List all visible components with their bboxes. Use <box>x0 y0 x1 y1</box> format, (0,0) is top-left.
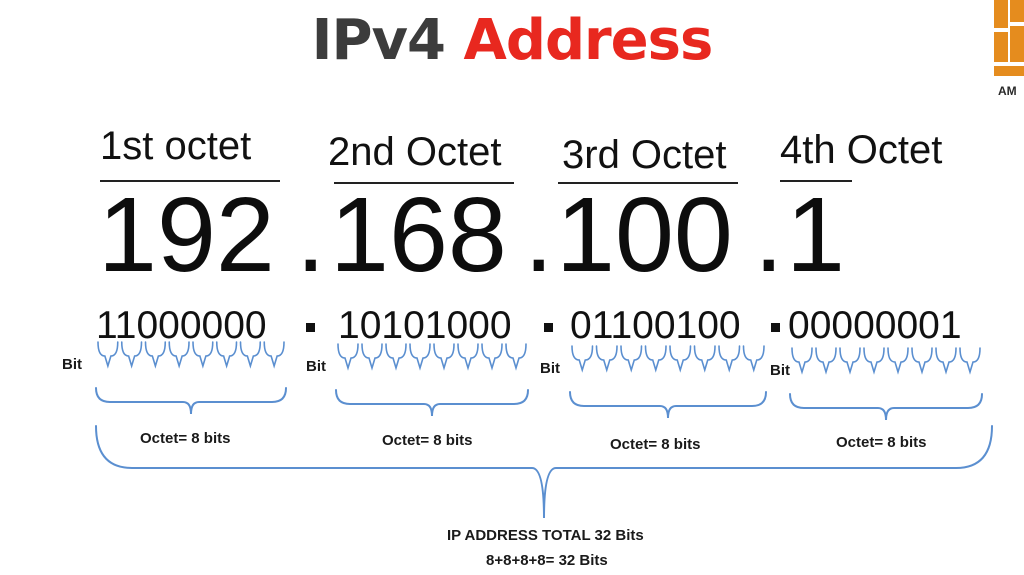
octet-size-label-1: Octet= 8 bits <box>140 430 231 447</box>
binary-dot-2 <box>544 323 553 332</box>
bit-bracket-2-8 <box>505 343 527 371</box>
binary-dot-3 <box>771 323 780 332</box>
octet-label-4: 4th Octet <box>780 128 943 172</box>
bit-bracket-1-8 <box>263 341 285 369</box>
bit-bracket-1-5 <box>192 341 214 369</box>
bit-bracket-1-2 <box>120 341 143 369</box>
bit-bracket-4-5 <box>887 347 909 375</box>
logo-text: AM <box>998 84 1017 98</box>
octet-label-3: 3rd Octet <box>562 133 727 177</box>
aws-logo: AM <box>992 0 1024 100</box>
bit-label-2: Bit <box>306 358 326 375</box>
total-bits-label: IP ADDRESS TOTAL 32 Bits <box>447 527 644 544</box>
bit-bracket-1-1 <box>97 341 119 369</box>
bit-bracket-2-5 <box>433 343 455 371</box>
octet-underline-4 <box>780 180 852 182</box>
decimal-octet-4: 1 <box>786 176 845 294</box>
bit-bracket-1-4 <box>168 341 190 369</box>
bit-bracket-2-4 <box>409 343 431 371</box>
bit-bracket-3-7 <box>718 345 741 373</box>
octet-label-1: 1st octet <box>100 124 252 168</box>
bit-bracket-4-4 <box>863 347 885 375</box>
octet-underline-2 <box>334 182 514 184</box>
binary-dot-1 <box>306 323 315 332</box>
bit-bracket-3-1 <box>571 345 594 373</box>
octet-underline-1 <box>100 180 280 182</box>
bit-bracket-2-3 <box>385 343 407 371</box>
bit-bracket-4-8 <box>959 347 981 375</box>
bit-bracket-2-6 <box>457 343 479 371</box>
bit-bracket-3-6 <box>693 345 716 373</box>
sum-label: 8+8+8+8= 32 Bits <box>486 552 608 569</box>
bit-bracket-1-3 <box>144 341 167 369</box>
bit-bracket-2-1 <box>337 343 359 371</box>
title-ipv4: IPv4 <box>311 8 446 73</box>
octet-label-2: 2nd Octet <box>328 130 502 174</box>
octet-size-label-3: Octet= 8 bits <box>610 436 701 453</box>
bit-bracket-1-6 <box>215 341 238 369</box>
bit-bracket-4-1 <box>791 347 813 375</box>
bit-bracket-3-3 <box>620 345 643 373</box>
octet-size-label-4: Octet= 8 bits <box>836 434 927 451</box>
octet-underline-3 <box>558 182 738 184</box>
octet-brace-1 <box>95 387 287 415</box>
octet-brace-4 <box>789 393 983 421</box>
bit-bracket-4-6 <box>911 347 933 375</box>
bit-label-1: Bit <box>62 356 82 373</box>
total-brace <box>95 425 993 519</box>
bit-bracket-4-3 <box>839 347 861 375</box>
bit-label-3: Bit <box>540 360 560 377</box>
binary-octet-3: 01100100 <box>570 304 741 347</box>
binary-octet-2: 10101000 <box>338 304 512 347</box>
bit-bracket-3-4 <box>644 345 667 373</box>
decimal-octet-3: 100 <box>556 176 733 294</box>
bit-label-4: Bit <box>770 362 790 379</box>
octet-brace-3 <box>569 391 767 419</box>
bit-bracket-3-5 <box>669 345 692 373</box>
decimal-dot-2: . <box>524 176 554 294</box>
decimal-octet-1: 192 <box>98 176 275 294</box>
title-address: Address <box>463 8 714 73</box>
bit-bracket-2-7 <box>481 343 503 371</box>
bit-bracket-3-2 <box>595 345 618 373</box>
bit-bracket-4-7 <box>935 347 957 375</box>
bit-bracket-4-2 <box>815 347 837 375</box>
page-title: IPv4 Address <box>0 8 1024 73</box>
octet-size-label-2: Octet= 8 bits <box>382 432 473 449</box>
decimal-octet-2: 168 <box>330 176 507 294</box>
bit-bracket-3-8 <box>742 345 765 373</box>
binary-octet-1: 11000000 <box>96 304 267 347</box>
octet-brace-2 <box>335 389 529 417</box>
decimal-dot-1: . <box>296 176 326 294</box>
decimal-dot-3: . <box>754 176 784 294</box>
binary-octet-4: 00000001 <box>788 304 962 347</box>
bit-bracket-1-7 <box>239 341 262 369</box>
bit-bracket-2-2 <box>361 343 383 371</box>
